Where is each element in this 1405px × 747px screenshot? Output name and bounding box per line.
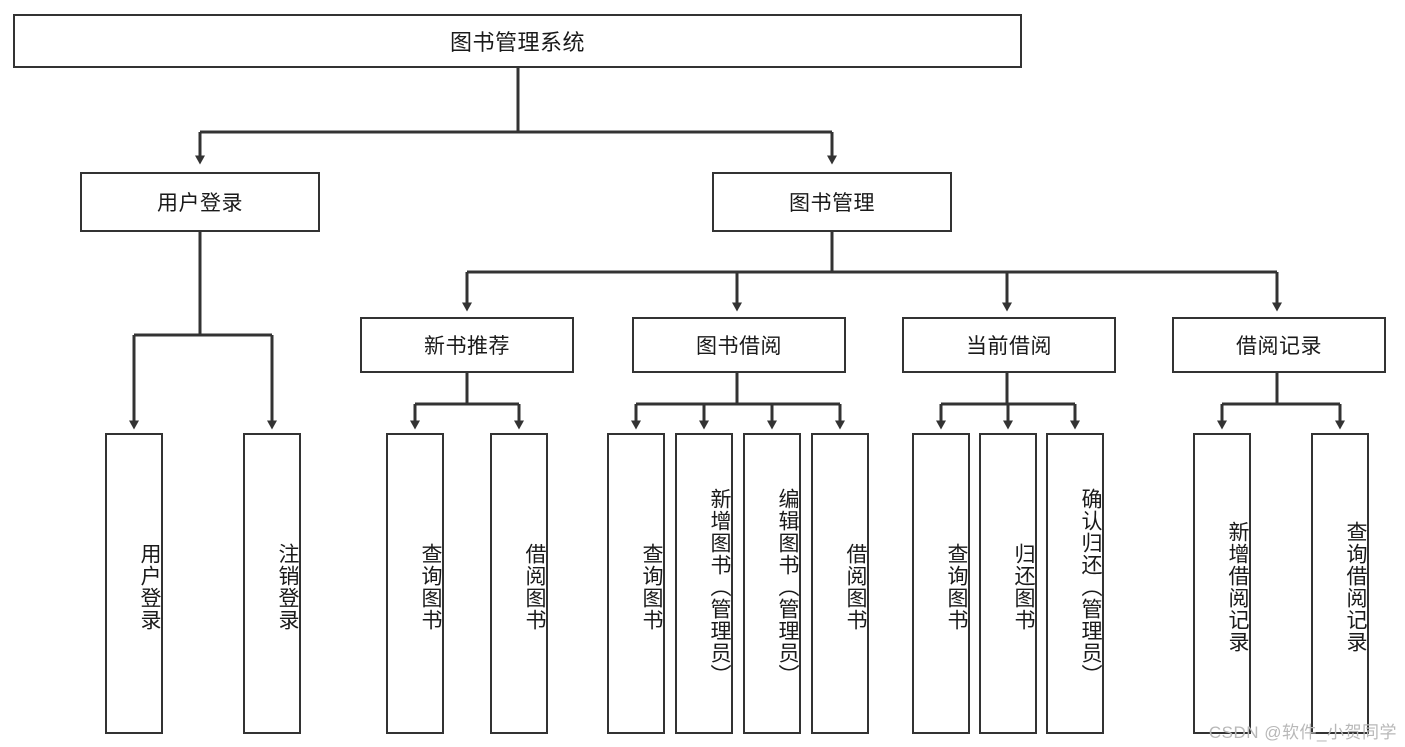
leaf-user-login-login[interactable]: 用户登录: [105, 433, 163, 734]
leaf-newbook-borrow[interactable]: 借阅图书: [490, 433, 548, 734]
node-current-borrow[interactable]: 当前借阅: [902, 317, 1116, 373]
leaf-label: 查询图书: [640, 542, 663, 631]
node-book-borrow[interactable]: 图书借阅: [632, 317, 846, 373]
leaf-borrow-add-admin[interactable]: 新增图书（管理员）: [675, 433, 733, 734]
node-root[interactable]: 图书管理系统: [13, 14, 1022, 68]
leaf-label: 查询图书: [419, 542, 442, 631]
leaf-label: 注销登录: [276, 542, 299, 631]
leaf-label: 查询借阅记录: [1344, 520, 1367, 653]
leaf-label: 新增图书（管理员）: [708, 487, 731, 686]
leaf-borrow-query[interactable]: 查询图书: [607, 433, 665, 734]
node-book-management[interactable]: 图书管理: [712, 172, 952, 232]
leaf-label: 用户登录: [138, 542, 161, 631]
leaf-newbook-query[interactable]: 查询图书: [386, 433, 444, 734]
leaf-borrow-borrow[interactable]: 借阅图书: [811, 433, 869, 734]
watermark-text: CSDN @软件_小贺同学: [1208, 723, 1397, 742]
leaf-label: 查询图书: [945, 542, 968, 631]
leaf-label: 新增借阅记录: [1226, 520, 1249, 653]
leaf-current-query[interactable]: 查询图书: [912, 433, 970, 734]
leaf-record-add[interactable]: 新增借阅记录: [1193, 433, 1251, 734]
node-borrow-record[interactable]: 借阅记录: [1172, 317, 1386, 373]
leaf-label: 编辑图书（管理员）: [776, 487, 799, 686]
leaf-label: 借阅图书: [523, 542, 546, 631]
leaf-user-login-logout[interactable]: 注销登录: [243, 433, 301, 734]
leaf-record-query[interactable]: 查询借阅记录: [1311, 433, 1369, 734]
leaf-label: 归还图书: [1012, 542, 1035, 631]
node-user-login[interactable]: 用户登录: [80, 172, 320, 232]
leaf-borrow-edit-admin[interactable]: 编辑图书（管理员）: [743, 433, 801, 734]
leaf-label: 借阅图书: [844, 542, 867, 631]
leaf-label: 确认归还（管理员）: [1079, 487, 1102, 686]
leaf-current-return[interactable]: 归还图书: [979, 433, 1037, 734]
leaf-current-confirm-return-admin[interactable]: 确认归还（管理员）: [1046, 433, 1104, 734]
node-new-book-recommend[interactable]: 新书推荐: [360, 317, 574, 373]
